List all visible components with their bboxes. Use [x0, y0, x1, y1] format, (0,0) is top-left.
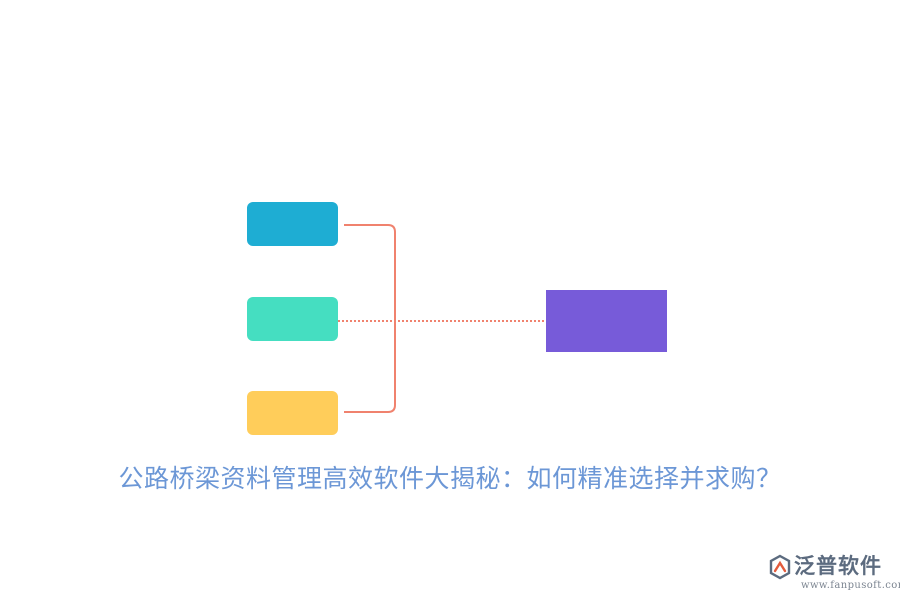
bracket-connector — [344, 224, 396, 413]
brand-name: 泛普软件 — [794, 554, 882, 578]
diagram-node-top — [247, 202, 338, 246]
page-title: 公路桥梁资料管理高效软件大揭秘：如何精准选择并求购？ — [118, 464, 782, 493]
brand-logo: 泛普软件 www.fanpusoft.com — [768, 551, 900, 595]
brand-url: www.fanpusoft.com — [801, 580, 900, 591]
diagram-node-middle — [247, 297, 338, 341]
diagram-node-target — [546, 290, 667, 352]
diagram-node-bottom — [247, 391, 338, 435]
fanpu-logo-icon — [769, 554, 791, 580]
